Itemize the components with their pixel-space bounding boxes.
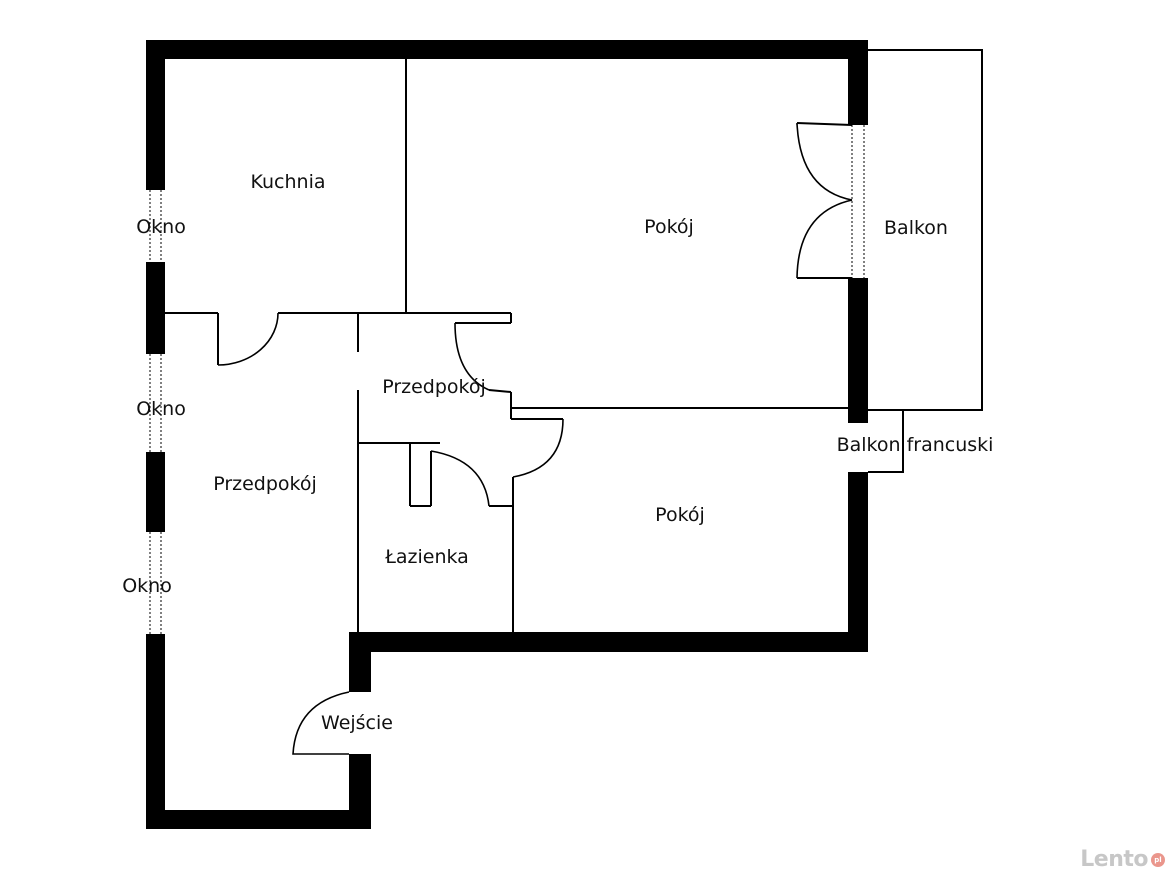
wall-bottom-right (349, 632, 868, 652)
wall-left-4 (146, 634, 165, 829)
interior-walls (165, 59, 848, 632)
label-window-top: Okno (136, 216, 186, 238)
label-room-bottom: Pokój (655, 504, 705, 526)
label-balcony: Balkon (884, 217, 948, 239)
label-kitchen: Kuchnia (250, 171, 325, 193)
door-room-bottom (512, 418, 564, 478)
window-openings (149, 125, 865, 634)
label-room-top: Pokój (644, 216, 694, 238)
label-hall-small: Przedpokój (382, 376, 486, 398)
label-window-middle: Okno (136, 398, 186, 420)
exterior-walls (146, 40, 868, 829)
watermark-text: Lento (1080, 847, 1148, 872)
door-kitchen (217, 312, 279, 366)
watermark-badge-icon: pl (1151, 852, 1165, 867)
door-entrance (292, 691, 350, 755)
balcony-outline (868, 49, 983, 473)
wall-left-2 (146, 262, 165, 354)
label-bathroom: Łazienka (384, 546, 469, 568)
door-balcony-lower (796, 199, 853, 279)
wall-top (146, 40, 868, 59)
wall-right-3 (848, 472, 868, 652)
door-room-top (454, 322, 490, 391)
door-swings (217, 122, 853, 755)
label-french-balcony: Balkon francuski (837, 434, 994, 456)
label-entrance: Wejście (321, 712, 393, 734)
door-bathroom (430, 450, 490, 507)
wall-right-2 (848, 278, 868, 423)
wall-left-1 (146, 40, 165, 190)
label-hall-main: Przedpokój (213, 473, 317, 495)
wall-right-1 (848, 40, 868, 125)
door-balcony-upper (796, 122, 853, 201)
label-window-bottom: Okno (122, 575, 172, 597)
wall-entrance-lower (349, 754, 371, 829)
wall-left-3 (146, 452, 165, 532)
lento-watermark: Lento pl (1080, 847, 1165, 872)
wall-bottom-left (146, 810, 371, 829)
